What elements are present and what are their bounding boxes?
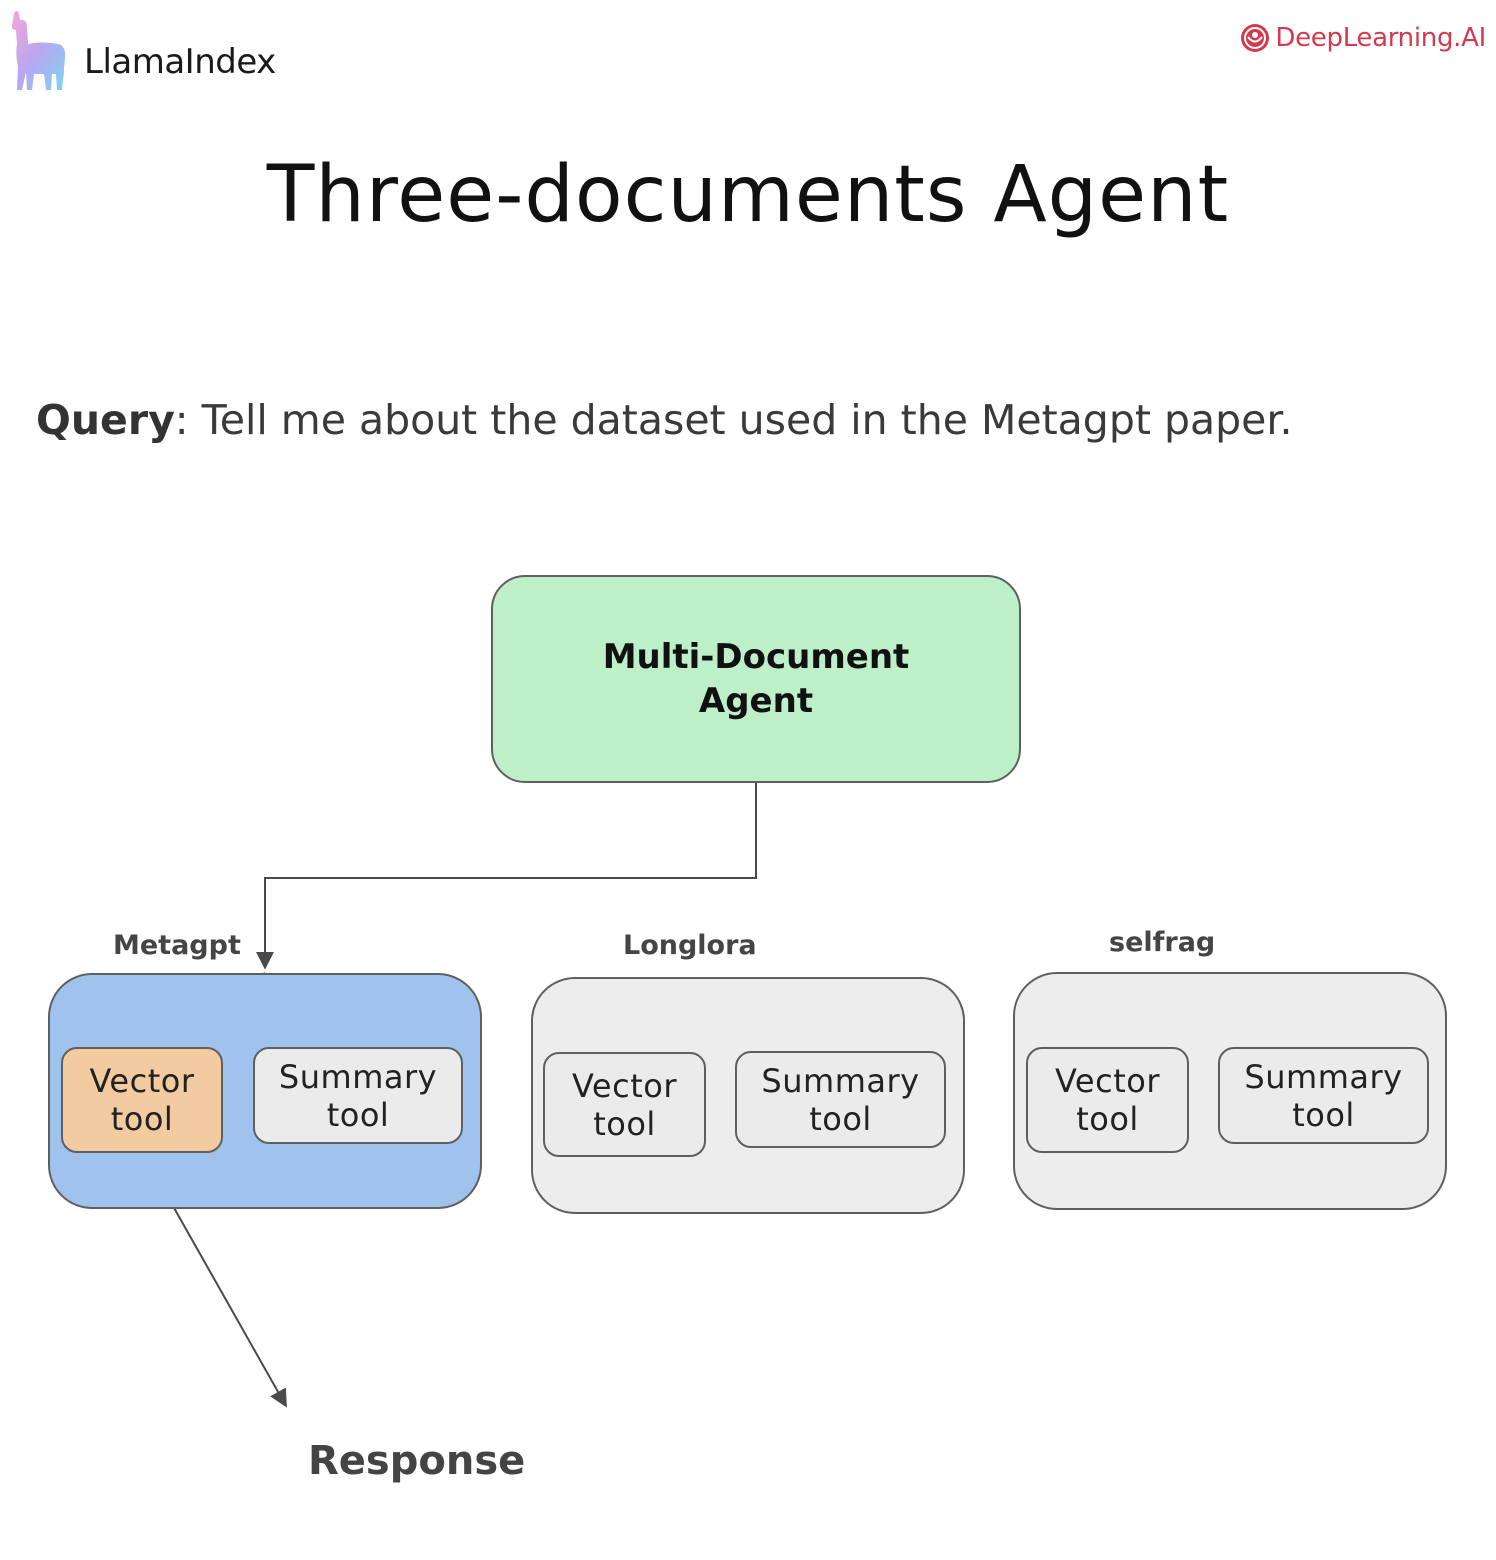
deeplearning-icon [1241, 24, 1270, 52]
longlora-summary-tool: Summary tool [735, 1051, 946, 1148]
tool-label-line2: tool [593, 1104, 656, 1143]
multi-document-agent-node: Multi-Document Agent [491, 575, 1021, 783]
group-label-selfrag: selfrag [1109, 927, 1216, 958]
response-label: Response [308, 1438, 526, 1484]
agent-label-line1: Multi-Document [602, 637, 910, 677]
deeplearning-brand: DeepLearning.AI [1239, 22, 1486, 54]
tool-label-line1: Summary [278, 1057, 438, 1096]
llamaindex-name: LlamaIndex [84, 42, 276, 82]
longlora-vector-tool: Vector tool [543, 1052, 706, 1157]
query-line: Query: Tell me about the dataset used in… [36, 396, 1293, 444]
tool-label-line2: tool [1076, 1100, 1139, 1138]
tool-label-line1: Vector [89, 1062, 195, 1100]
agent-label-line2: Agent [698, 681, 814, 721]
metagpt-vector-tool: Vector tool [61, 1047, 223, 1153]
group-label-longlora: Longlora [623, 930, 757, 961]
llama-icon [11, 11, 66, 90]
query-label: Query [36, 396, 175, 444]
tool-label-line1: Vector [1055, 1062, 1160, 1100]
selfrag-summary-tool: Summary tool [1218, 1047, 1429, 1144]
group-label-metagpt: Metagpt [113, 930, 241, 961]
tool-label-line2: tool [110, 1100, 174, 1138]
page-title: Three-documents Agent [266, 150, 1230, 240]
tool-label-line2: tool [809, 1099, 872, 1138]
tool-label-line1: Summary [761, 1061, 920, 1100]
selfrag-vector-tool: Vector tool [1026, 1047, 1189, 1153]
deeplearning-name: DeepLearning.AI [1275, 23, 1486, 53]
agent-to-metagpt-connector [256, 783, 757, 970]
tool-label-line1: Vector [572, 1066, 677, 1105]
query-text: : Tell me about the dataset used in the … [174, 396, 1293, 444]
tool-label-line1: Summary [1244, 1057, 1403, 1096]
tool-label-line2: tool [326, 1095, 390, 1134]
llamaindex-brand: LlamaIndex [6, 8, 276, 94]
tool-label-line2: tool [1292, 1095, 1355, 1134]
metagpt-summary-tool: Summary tool [253, 1047, 463, 1144]
